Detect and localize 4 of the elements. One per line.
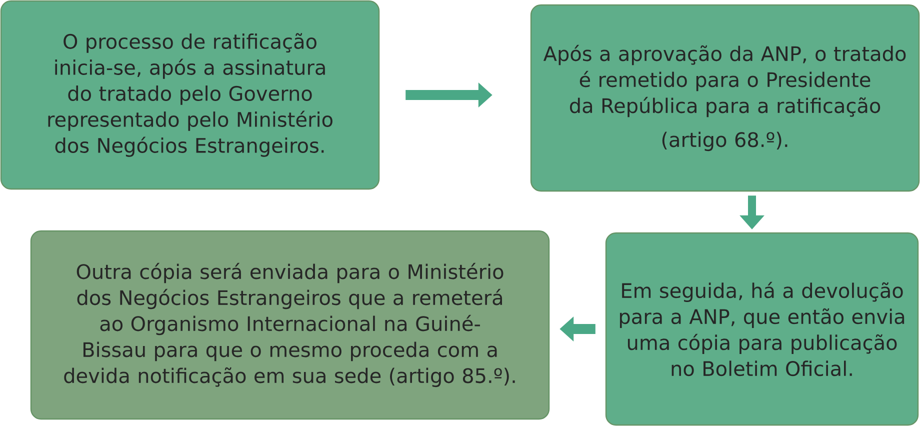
process-box: Após a aprovação da ANP, o tratado é remetido para o Presidente da República para a ratificação (artigo 68.º).	[530, 4, 920, 192]
process-box: Em seguida, há a devolução para a ANP, que então envia uma cópia para publicação no Boletim Oficial.	[605, 232, 919, 426]
process-box: Outra cópia será enviada para o Ministério dos Negócios Estrangeiros que a remeterá ao Organismo Internacional na Guiné-Bissau para que o mesmo proceda com a devida notificação em sua sede (artigo 85.º).	[30, 230, 550, 420]
process-box: O processo de ratificação inicia-se, após a assinatura do tratado pelo Governo representado pelo Ministério dos Negócios Estrangeiros.	[0, 0, 380, 190]
